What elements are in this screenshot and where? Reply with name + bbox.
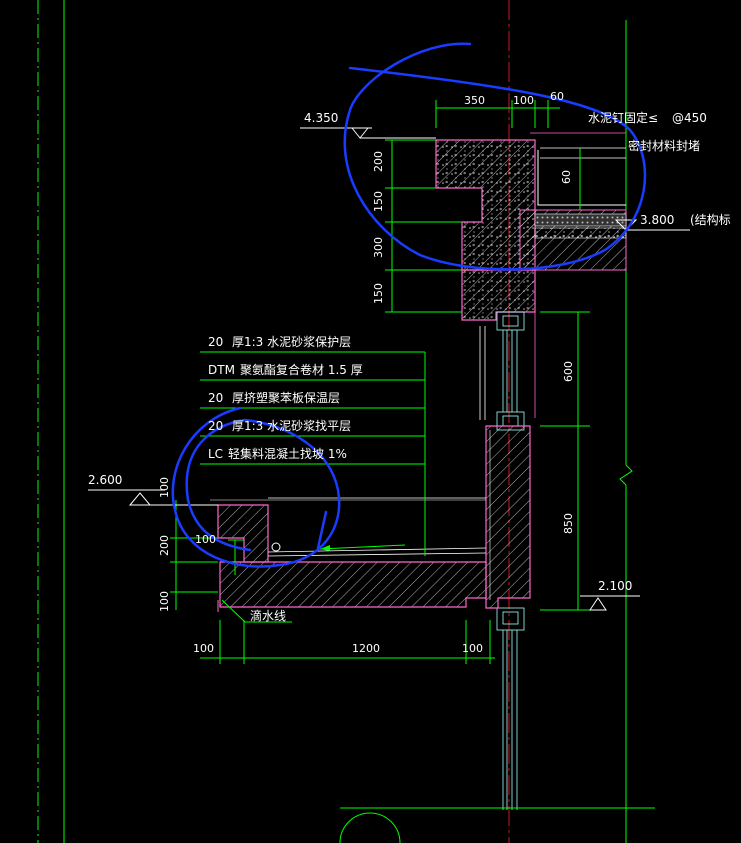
layer-4-thk: 20: [208, 419, 223, 433]
layer-2-desc: 聚氨酯复合卷材 1.5 厚: [240, 362, 363, 377]
layer-1-desc: 厚1:3 水泥砂浆保护层: [232, 334, 351, 349]
dimension-text: 350 100 60 200 150 300 150 60 600 850 10…: [158, 90, 575, 655]
layer-notes: 20 厚1:3 水泥砂浆保护层 DTM 聚氨酯复合卷材 1.5 厚 20 厚挤塑…: [208, 334, 363, 461]
level-canopy: 2.600: [88, 473, 122, 487]
note-seal: 密封材料封堵: [628, 138, 700, 153]
dim-100-top: 100: [513, 94, 534, 107]
dimension-lines: [170, 100, 655, 843]
note-drip: 滴水线: [250, 608, 286, 623]
canopy-section: [210, 425, 531, 612]
dim-1200: 1200: [352, 642, 380, 655]
dim-60-v: 60: [560, 170, 573, 184]
layer-5-desc: 轻集料混凝土找坡 1%: [228, 446, 347, 461]
level-struct: 3.800: [640, 213, 674, 227]
layer-5-thk: LC: [208, 447, 223, 461]
window-frame: [479, 300, 536, 810]
parapet-section: [435, 132, 627, 321]
markup-circles: [171, 42, 647, 568]
dim-100-left-h: 100: [195, 533, 216, 546]
dim-150-a: 150: [372, 191, 385, 212]
dim-600: 600: [562, 361, 575, 382]
layer-1-thk: 20: [208, 335, 223, 349]
level-labels: 4.350 3.800 (结构标 2.600 2.100: [88, 111, 731, 593]
dim-300: 300: [372, 237, 385, 258]
layer-2-thk: DTM: [208, 363, 235, 377]
layer-4-desc: 厚1:3 水泥砂浆找平层: [232, 418, 351, 433]
dim-200-left: 200: [158, 535, 171, 556]
level-top: 4.350: [304, 111, 338, 125]
dim-150-b: 150: [372, 283, 385, 304]
dim-850: 850: [562, 513, 575, 534]
dim-100-left: 100: [158, 477, 171, 498]
layer-3-desc: 厚挤塑聚苯板保温层: [232, 390, 340, 405]
note-nail: 水泥钉固定≤: [588, 110, 658, 125]
dim-100-bottom: 100: [193, 642, 214, 655]
dim-200-top: 200: [372, 151, 385, 172]
layer-3-thk: 20: [208, 391, 223, 405]
dim-100-left-b: 100: [158, 591, 171, 612]
dim-100-bottom-r: 100: [462, 642, 483, 655]
level-struct-note: (结构标: [690, 212, 731, 227]
dim-60: 60: [550, 90, 564, 103]
note-nail-spacing: @450: [672, 111, 707, 125]
sheet-border: [37, 0, 65, 843]
level-sill: 2.100: [598, 579, 632, 593]
annotation-notes: 水泥钉固定≤ @450 密封材料封堵 滴水线: [250, 110, 707, 623]
dim-350: 350: [464, 94, 485, 107]
level-symbols: [88, 127, 690, 611]
